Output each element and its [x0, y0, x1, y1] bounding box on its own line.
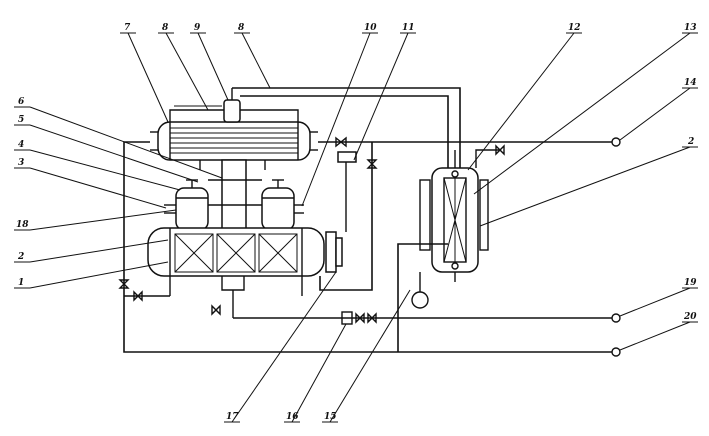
label-7: 7	[124, 23, 131, 33]
main-drum	[147, 227, 343, 318]
valve-14	[335, 136, 347, 148]
label-4: 4	[18, 140, 24, 150]
label-3: 3	[18, 158, 24, 168]
valve-11	[366, 159, 378, 169]
label-5: 5	[18, 115, 24, 125]
central-column	[208, 159, 262, 231]
top-condenser	[150, 121, 318, 170]
label-2-left: 2	[17, 252, 24, 262]
label-12: 12	[568, 23, 581, 33]
label-6: 6	[18, 97, 25, 107]
label-8-right: 8	[238, 23, 245, 33]
label-8-left: 8	[162, 23, 169, 33]
valve-left-bottom	[118, 279, 143, 302]
label-1: 1	[18, 278, 24, 288]
label-11: 11	[402, 23, 415, 33]
right-can	[261, 179, 304, 231]
label-13: 13	[684, 23, 697, 33]
label-2-right: 2	[687, 137, 694, 147]
top-separator	[169, 88, 299, 123]
label-10: 10	[364, 23, 377, 33]
terminal-19	[611, 313, 621, 323]
label-17: 17	[226, 412, 239, 422]
label-19: 19	[684, 278, 697, 288]
labels: 7 8 9 8 10 11 12 13 14 2 19 20 6 5 4 3 1…	[16, 23, 697, 422]
label-16: 16	[286, 412, 299, 422]
valve-sump	[211, 304, 221, 316]
valve-right-column	[495, 144, 505, 156]
label-9: 9	[194, 23, 201, 33]
gauge-11	[337, 151, 357, 163]
label-18: 18	[16, 220, 29, 230]
leader-lines	[14, 32, 698, 423]
label-14: 14	[684, 78, 697, 88]
label-20: 20	[683, 312, 697, 322]
label-15: 15	[324, 412, 337, 422]
terminal-20	[611, 347, 621, 357]
valve-16	[341, 311, 377, 325]
right-column	[411, 149, 500, 309]
terminal-14	[611, 137, 621, 147]
